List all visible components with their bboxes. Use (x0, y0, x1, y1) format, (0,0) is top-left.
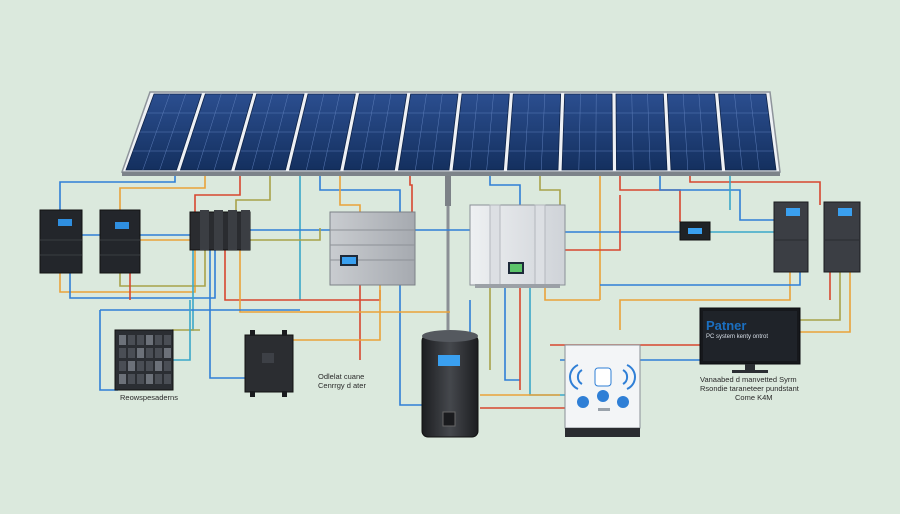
distribution-box (469, 204, 566, 288)
panel-cell-line (142, 93, 171, 171)
monitor-caption-1: Vanaabed d manvetted Syrm (700, 375, 797, 384)
solar-panel-grid (125, 93, 777, 171)
panel-cell-line (431, 93, 443, 171)
battery-cabinet-right-1 (773, 201, 809, 273)
inverter (329, 211, 416, 286)
breaker-switch (119, 335, 126, 345)
breaker-switch (128, 335, 135, 345)
breaker-switch (146, 335, 153, 345)
panel-cell-line (578, 93, 581, 171)
panel-cell-line (322, 93, 340, 171)
monitor (699, 307, 801, 373)
breaker-switch (164, 374, 171, 384)
breaker-switch (164, 348, 171, 358)
panel-cell-line (306, 93, 325, 171)
panel-cell-line (377, 93, 392, 171)
panel-cell-line (631, 93, 634, 171)
panel-cell-line (647, 93, 651, 171)
breaker-caption: Reowspesaderns (120, 393, 178, 402)
panel-cell-line (749, 93, 760, 171)
panel-cell-line (197, 93, 222, 171)
breaker-switch (128, 374, 135, 384)
breaker-switch (155, 335, 162, 345)
breaker-switch (137, 335, 144, 345)
panel-cell-line (159, 93, 186, 171)
monitor-subtitle: PC system kenty ontrot (706, 334, 769, 340)
charge-controller (679, 221, 711, 241)
panel-cell-line (469, 93, 479, 171)
breaker-switch (164, 361, 171, 371)
breaker-panel (114, 329, 174, 391)
breaker-switch (155, 348, 162, 358)
panel-cell-line (595, 93, 597, 171)
panel-cell-line (360, 93, 376, 171)
breaker-switch (146, 374, 153, 384)
monitor-title: Patner (706, 318, 747, 333)
breaker-switch (128, 361, 135, 371)
breaker-switch (146, 348, 153, 358)
panel-cell-line (698, 93, 705, 171)
breaker-switch (137, 374, 144, 384)
panel-cell-line (268, 93, 289, 171)
home-battery (421, 330, 479, 438)
charger-caption-1: Odlelat cuane (318, 372, 365, 381)
breaker-switch (119, 361, 126, 371)
breaker-switch (128, 348, 135, 358)
breaker-block (189, 210, 251, 251)
panel-cell-line (251, 93, 273, 171)
breaker-switch (119, 374, 126, 384)
breaker-switch (164, 335, 171, 345)
panel-cell-line (682, 93, 689, 171)
panel-cell-line (415, 93, 427, 171)
panel-cell-line (540, 93, 546, 171)
monitor-caption-3: Come K4M (735, 393, 773, 402)
monitor-caption-2: Rsondie taraneteer pundstant (700, 384, 799, 393)
panel-cell-line (213, 93, 238, 171)
panel-cell-line (734, 93, 743, 171)
battery-cabinet-left-1 (39, 209, 83, 274)
breaker-switch (119, 348, 126, 358)
charger-caption-2: Cenrrgy d ater (318, 381, 366, 390)
charger-box (244, 330, 294, 397)
breaker-switch (155, 374, 162, 384)
battery-cabinet-left-2 (99, 209, 141, 274)
breaker-switch (137, 361, 144, 371)
panel-cell-line (486, 93, 494, 171)
battery-cabinet-right-2 (823, 201, 861, 273)
wiring (59, 172, 851, 409)
breaker-switch (155, 361, 162, 371)
breaker-switch (146, 361, 153, 371)
panel-cell-line (524, 93, 530, 171)
breaker-switch (137, 348, 144, 358)
control-panel (564, 344, 641, 437)
